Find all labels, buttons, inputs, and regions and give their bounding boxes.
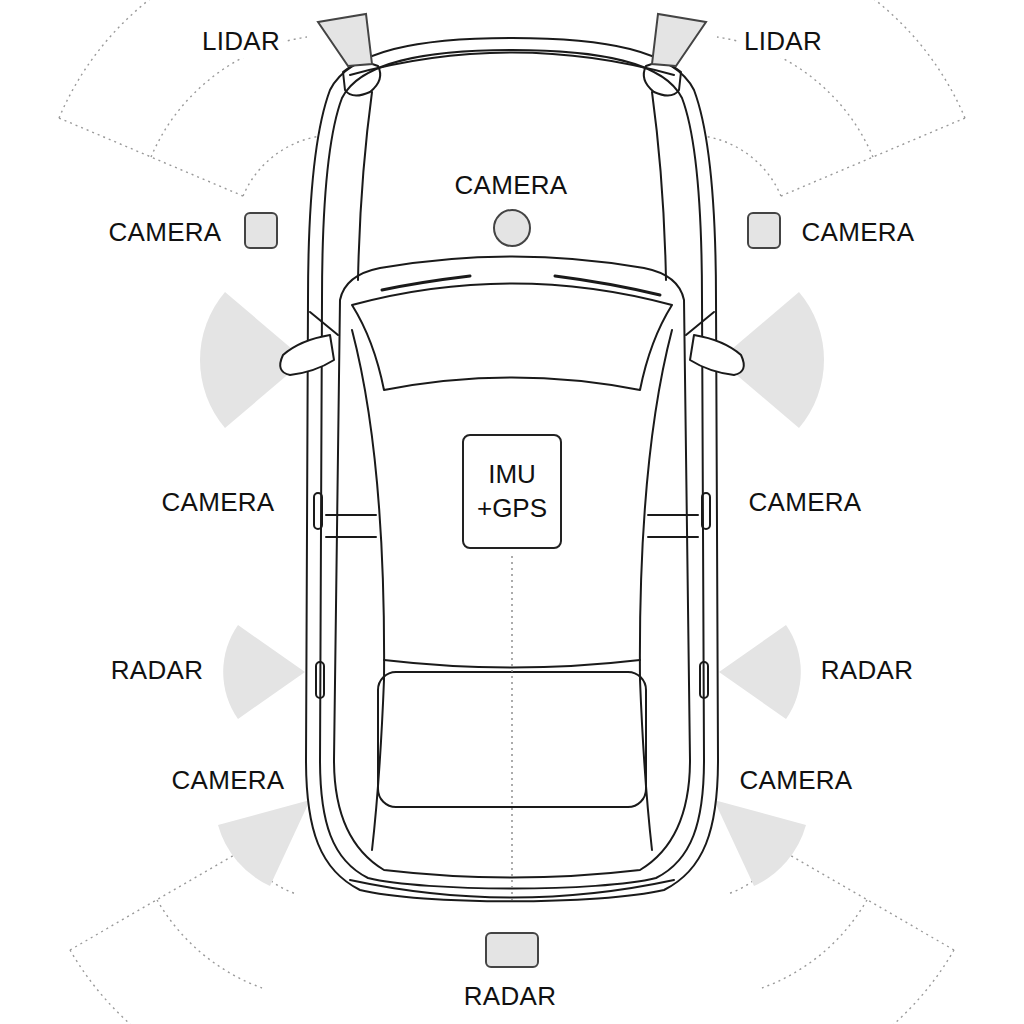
sensor-label: CAMERA: [450, 170, 571, 202]
sensor-label: CAMERA: [797, 217, 918, 249]
sensor-label: CAMERA: [735, 765, 856, 797]
sensor-unit: [245, 14, 780, 967]
lidar-field: [59, 0, 965, 1024]
sensor-label: RADAR: [817, 655, 918, 687]
center-axis: [511, 556, 512, 900]
sensor-label: CAMERA: [157, 487, 278, 519]
sensor-box: IMU +GPS: [462, 434, 562, 549]
sensor-label: CAMERA: [744, 487, 865, 519]
box-text: IMU +GPS: [472, 458, 552, 526]
sensor-label: RADAR: [460, 981, 561, 1013]
sensor-label: CAMERA: [104, 217, 225, 249]
sensor-label: LIDAR: [740, 26, 826, 58]
sensor-label: CAMERA: [167, 765, 288, 797]
sensor-label: RADAR: [107, 655, 208, 687]
sensor-label: LIDAR: [198, 26, 284, 58]
car-body: [280, 38, 744, 901]
